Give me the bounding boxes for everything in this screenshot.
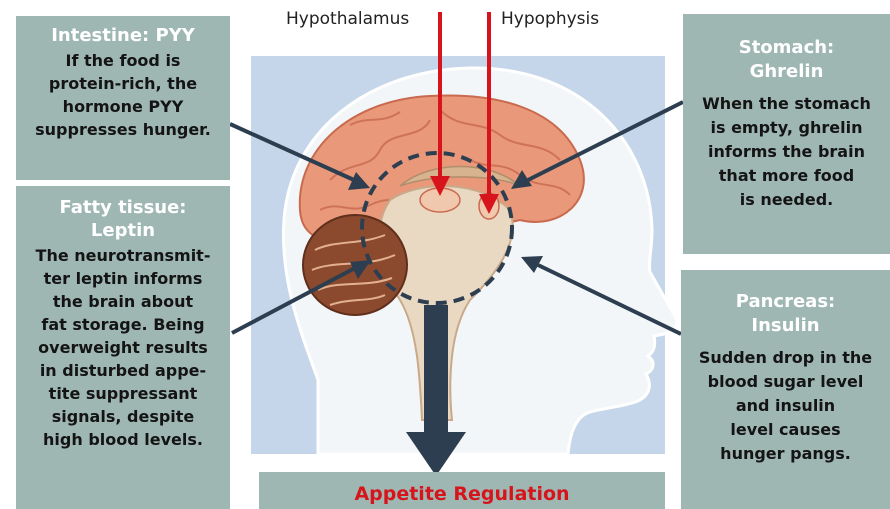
appetite-regulation-label: Appetite Regulation (259, 483, 665, 505)
intestine-line: If the food is (16, 49, 230, 72)
fatty-tissue-title: Fatty tissue: Leptin (16, 196, 230, 242)
stomach-line: informs the brain (683, 140, 890, 164)
pancreas-title: Pancreas: Insulin (681, 290, 890, 338)
fatty-tissue-line: signals, despite (16, 405, 230, 428)
intestine-text: If the food is protein-rich, the hormone… (16, 49, 230, 141)
intestine-line: hormone PYY (16, 95, 230, 118)
fatty-tissue-line: fat storage. Being (16, 313, 230, 336)
fatty-tissue-line: The neurotransmit- (16, 244, 230, 267)
hypophysis-label: Hypophysis (501, 8, 599, 30)
fatty-tissue-line: high blood levels. (16, 428, 230, 451)
pancreas-line: Sudden drop in the (681, 346, 890, 370)
intestine-panel: Intestine: PYY If the food is protein-ri… (16, 16, 230, 180)
fatty-tissue-line: tite suppressant (16, 382, 230, 405)
stomach-title-line: Ghrelin (683, 60, 890, 84)
stomach-line: When the stomach (683, 92, 890, 116)
stomach-title-line: Stomach: (683, 36, 890, 60)
pancreas-line: hunger pangs. (681, 442, 890, 466)
fatty-tissue-title-line: Leptin (16, 219, 230, 242)
fatty-tissue-title-line: Fatty tissue: (16, 196, 230, 219)
hypothalamus-label: Hypothalamus (286, 8, 409, 30)
pancreas-line: level causes (681, 418, 890, 442)
fatty-tissue-line: in disturbed appe- (16, 359, 230, 382)
fatty-tissue-line: overweight results (16, 336, 230, 359)
stomach-panel: Stomach: Ghrelin When the stomach is emp… (683, 14, 890, 254)
stomach-title: Stomach: Ghrelin (683, 36, 890, 84)
fatty-tissue-text: The neurotransmit- ter leptin informs th… (16, 244, 230, 451)
fatty-tissue-panel: Fatty tissue: Leptin The neurotransmit- … (16, 186, 230, 509)
pancreas-line: blood sugar level (681, 370, 890, 394)
pancreas-line: and insulin (681, 394, 890, 418)
stomach-line: that more food (683, 164, 890, 188)
stomach-text: When the stomach is empty, ghrelin infor… (683, 92, 890, 212)
pancreas-text: Sudden drop in the blood sugar level and… (681, 346, 890, 466)
fatty-tissue-line: ter leptin informs (16, 267, 230, 290)
pancreas-panel: Pancreas: Insulin Sudden drop in the blo… (681, 270, 890, 509)
intestine-line: suppresses hunger. (16, 118, 230, 141)
intestine-title: Intestine: PYY (16, 24, 230, 47)
stomach-line: is needed. (683, 188, 890, 212)
fatty-tissue-line: the brain about (16, 290, 230, 313)
intestine-line: protein-rich, the (16, 72, 230, 95)
stomach-line: is empty, ghrelin (683, 116, 890, 140)
appetite-regulation-box: Appetite Regulation (259, 472, 665, 509)
pancreas-title-line: Insulin (681, 314, 890, 338)
pancreas-title-line: Pancreas: (681, 290, 890, 314)
